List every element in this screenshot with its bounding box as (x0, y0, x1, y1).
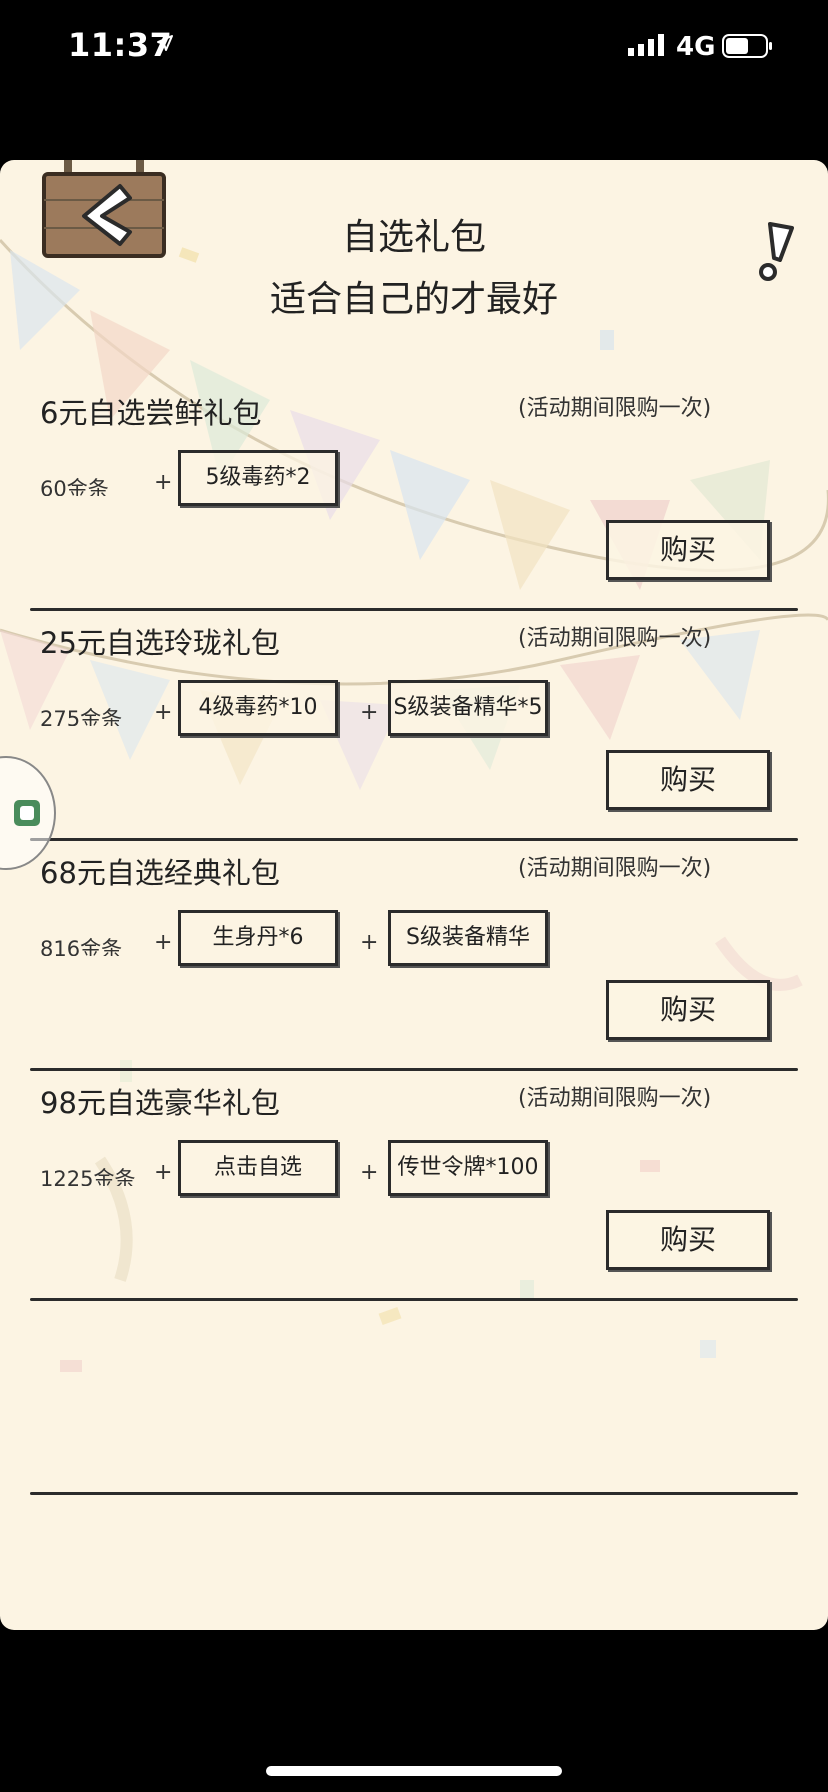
status-bar: 11:37 4G (0, 0, 828, 100)
divider (30, 1298, 798, 1301)
pack-item-box[interactable]: 5级毒药*2 (178, 450, 338, 506)
pack-item-box[interactable]: 4级毒药*10 (178, 680, 338, 736)
pack-ingots: 275金条 (40, 707, 123, 726)
plus-sign: + (360, 1160, 379, 1185)
divider (30, 608, 798, 611)
buy-button[interactable]: 购买 (606, 750, 770, 810)
divider (30, 838, 798, 841)
pack-name: 25元自选玲珑礼包 (40, 626, 280, 660)
page-title: 自选礼包 (341, 217, 486, 258)
divider (30, 1068, 798, 1071)
pack-limit-note: (活动期间限购一次) (518, 626, 712, 651)
pack-item-box[interactable]: S级装备精华 (388, 910, 548, 966)
buy-button[interactable]: 购买 (606, 1210, 770, 1270)
pack-ingots: 1225金条 (40, 1167, 136, 1186)
pack-ingots: 60金条 (40, 477, 109, 496)
divider (30, 1492, 798, 1495)
gift-pack: 98元自选豪华礼包 (活动期间限购一次) 1225金条 + 点击自选 + 传世令… (0, 1070, 828, 1300)
gift-pack-panel: 自选礼包 适合自己的才最好 6元自选尝鲜礼包 (活动期间限购一次) 60金条 +… (0, 160, 828, 1630)
app-launcher-icon (14, 800, 40, 826)
plus-sign: + (360, 700, 379, 725)
plus-sign: + (360, 930, 379, 955)
pack-item-box[interactable]: 传世令牌*100 (388, 1140, 548, 1196)
pack-name: 6元自选尝鲜礼包 (40, 396, 262, 430)
pack-item-box[interactable]: 生身丹*6 (178, 910, 338, 966)
pack-item-box[interactable]: S级装备精华*5 (388, 680, 548, 736)
pack-limit-note: (活动期间限购一次) (518, 1086, 712, 1111)
plus-sign: + (154, 700, 173, 725)
network-type: 4G (676, 32, 716, 62)
pack-name: 98元自选豪华礼包 (40, 1086, 280, 1120)
home-indicator[interactable] (266, 1766, 562, 1776)
gift-pack: 6元自选尝鲜礼包 (活动期间限购一次) 60金条 + 5级毒药*2 购买 (0, 380, 828, 610)
pack-limit-note: (活动期间限购一次) (518, 856, 712, 881)
back-arrow-sign-icon[interactable] (42, 160, 166, 260)
battery-icon (722, 34, 772, 58)
exclamation-icon[interactable] (752, 220, 798, 284)
pack-ingots: 816金条 (40, 937, 123, 956)
plus-sign: + (154, 930, 173, 955)
status-time: 11:37 (68, 26, 173, 64)
plus-sign: + (154, 470, 173, 495)
pack-name: 68元自选经典礼包 (40, 856, 280, 890)
plus-sign: + (154, 1160, 173, 1185)
pack-limit-note: (活动期间限购一次) (518, 396, 712, 421)
gift-pack: 68元自选经典礼包 (活动期间限购一次) 816金条 + 生身丹*6 + S级装… (0, 840, 828, 1070)
pack-item-box[interactable]: 点击自选 (178, 1140, 338, 1196)
signal-icon (628, 34, 664, 56)
buy-button[interactable]: 购买 (606, 520, 770, 580)
location-arrow-icon (157, 35, 173, 51)
buy-button[interactable]: 购买 (606, 980, 770, 1040)
gift-pack: 25元自选玲珑礼包 (活动期间限购一次) 275金条 + 4级毒药*10 + S… (0, 610, 828, 840)
page-subtitle: 适合自己的才最好 (269, 279, 558, 320)
